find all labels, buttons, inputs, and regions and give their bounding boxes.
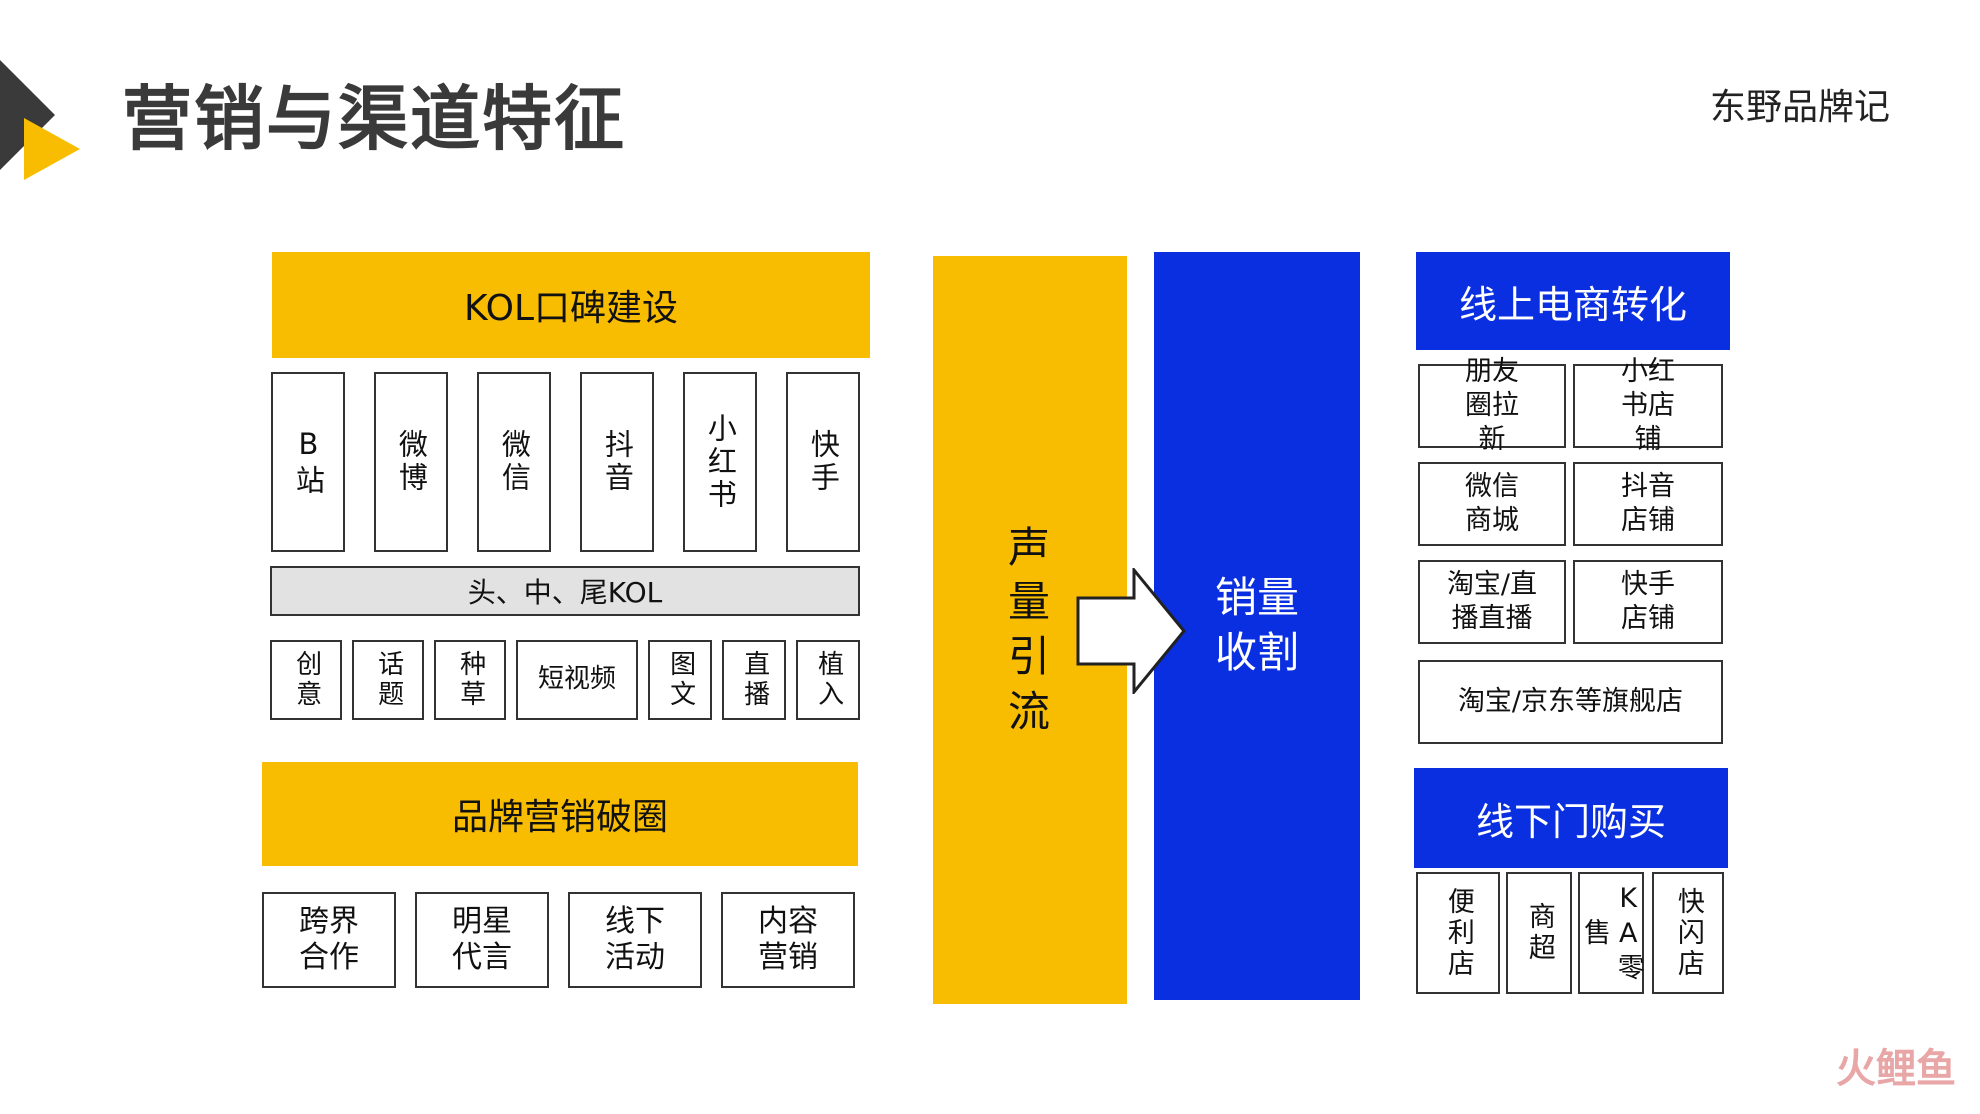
item-offline-event: 线下活动 xyxy=(568,892,702,988)
traffic-label: 声量引流 xyxy=(1007,522,1050,736)
kol-header: KOL口碑建设 xyxy=(272,252,870,358)
platform-weibo: 微博 xyxy=(374,372,448,552)
platform-douyin: 抖音 xyxy=(580,372,654,552)
content-topic: 话题 xyxy=(352,640,424,720)
content-live: 直播 xyxy=(722,640,786,720)
arrow-right-icon xyxy=(1076,565,1188,697)
offline-ka-retail: KA零售 xyxy=(1578,872,1644,994)
page-title: 营销与渠道特征 xyxy=(122,78,626,160)
online-xiaohongshu-store: 小红书店铺 xyxy=(1573,356,1723,455)
content-image-text: 图文 xyxy=(648,640,712,720)
online-header: 线上电商转化 xyxy=(1416,252,1730,350)
logo-mark xyxy=(0,60,80,180)
platform-xiaohongshu: 小红书 xyxy=(683,372,757,552)
online-wechat-mall: 微信商城 xyxy=(1418,462,1566,546)
brand-name: 东野品牌记 xyxy=(1709,87,1890,128)
online-flagship-stores: 淘宝/京东等旗舰店 xyxy=(1418,660,1723,744)
content-seeding: 种草 xyxy=(434,640,506,720)
online-kuaishou-store: 快手店铺 xyxy=(1573,560,1723,644)
online-douyin-store: 抖音店铺 xyxy=(1573,462,1723,546)
offline-header: 线下门购买 xyxy=(1414,768,1728,868)
harvest-label: 销量收割 xyxy=(1214,573,1299,677)
online-taobao-live: 淘宝/直播直播 xyxy=(1418,560,1566,644)
kol-tier-bar: 头、中、尾KOL xyxy=(270,566,860,616)
watermark-logo: 火鲤鱼 xyxy=(1836,1046,1956,1092)
offline-convenience-store: 便利店 xyxy=(1416,872,1500,994)
traffic-column: 声量引流 xyxy=(933,256,1127,1004)
content-short-video: 短视频 xyxy=(516,640,638,720)
item-content-marketing: 内容营销 xyxy=(721,892,855,988)
content-placement: 植入 xyxy=(796,640,860,720)
offline-popup-store: 快闪店 xyxy=(1652,872,1724,994)
item-crossover: 跨界合作 xyxy=(262,892,396,988)
item-celebrity: 明星代言 xyxy=(415,892,549,988)
platform-bilibili: B站 xyxy=(271,372,345,552)
platform-kuaishou: 快手 xyxy=(786,372,860,552)
offline-supermarket: 商超 xyxy=(1506,872,1572,994)
harvest-column: 销量收割 xyxy=(1154,252,1360,1000)
online-moments: 朋友圈拉新 xyxy=(1418,356,1566,455)
brand-marketing-header: 品牌营销破圈 xyxy=(262,762,858,866)
platform-wechat: 微信 xyxy=(477,372,551,552)
content-creative: 创意 xyxy=(270,640,342,720)
